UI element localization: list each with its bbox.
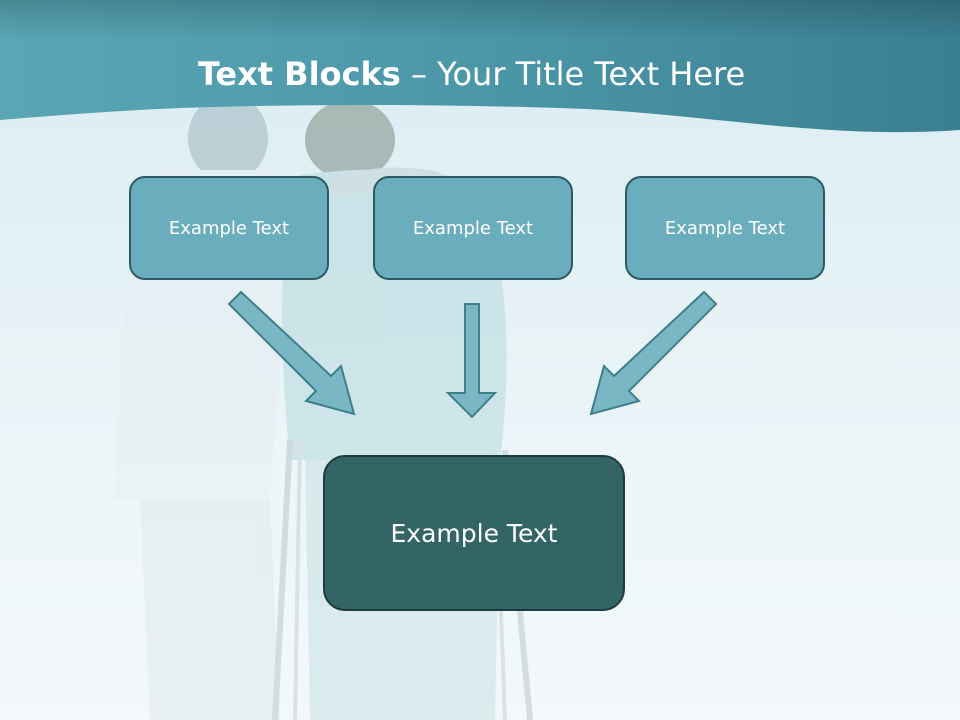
arrow-right (589, 290, 718, 416)
text-block-right-label: Example Text (664, 217, 786, 239)
text-block-middle-label: Example Text (412, 217, 534, 239)
text-block-left[interactable]: Example Text (129, 176, 329, 280)
text-block-center[interactable]: Example Text (323, 455, 625, 611)
text-block-middle[interactable]: Example Text (373, 176, 573, 280)
text-block-left-label: Example Text (168, 217, 290, 239)
title-rest: – Your Title Text Here (410, 55, 746, 93)
arrow-left (227, 290, 356, 416)
slide-title: Text Blocks – Your Title Text Here (0, 52, 943, 96)
title-bold: Text Blocks (197, 55, 401, 93)
arrow-middle (445, 303, 498, 419)
text-block-center-label: Example Text (390, 518, 558, 548)
text-block-right[interactable]: Example Text (625, 176, 825, 280)
